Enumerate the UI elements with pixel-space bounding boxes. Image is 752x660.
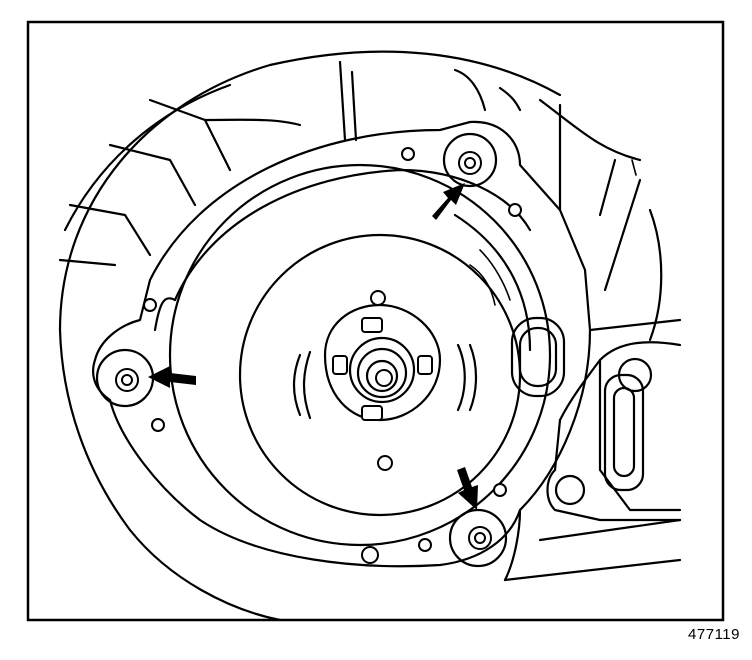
mounting-screw-bottom [448,508,508,568]
figure-number: 477119 [688,626,740,643]
arrow-upper-right [432,183,465,220]
blower-wheel-housing [58,50,663,619]
electrical-connector [510,316,566,398]
right-bracket [503,318,682,582]
arrow-bottom [457,467,478,510]
arrow-left [148,366,196,388]
slot-left [292,350,312,420]
motor-hub [323,303,442,422]
mounting-screw-left [95,348,155,408]
mounting-flange [92,120,592,568]
slot-right [456,343,478,412]
motor-housing [168,163,552,547]
mounting-screw-top [442,132,498,188]
